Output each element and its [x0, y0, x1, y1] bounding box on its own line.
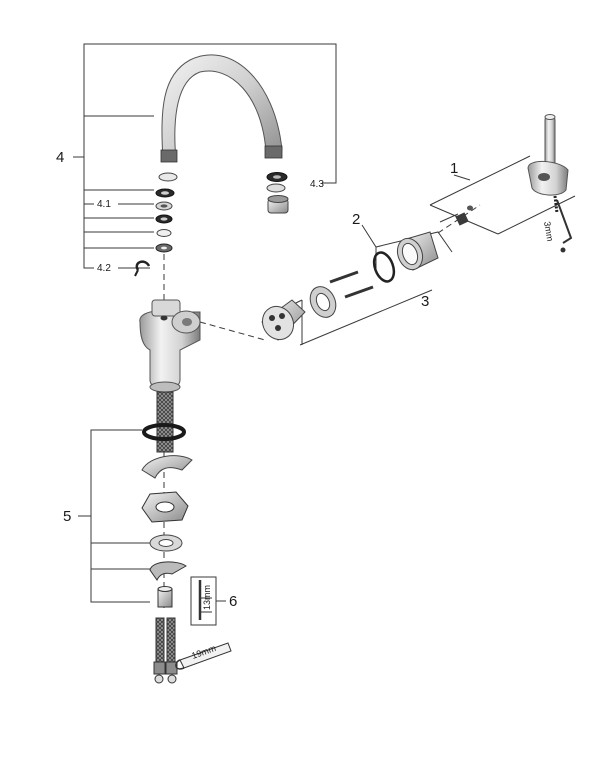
label-4-2-box: 4.2: [94, 261, 118, 274]
group-6-bracket: 6: [190, 576, 237, 626]
label-5: 5: [63, 508, 71, 525]
label-4: 4: [56, 149, 64, 166]
supply-hoses: [153, 617, 178, 684]
label-4-2: 4.2: [97, 263, 111, 274]
spout-gooseneck: [160, 54, 283, 163]
label-4-3: 4.3: [310, 179, 324, 190]
lever-grub-screw: [455, 205, 473, 226]
mounting-washer: [149, 534, 183, 552]
fixing-nut: [157, 586, 173, 608]
label-2: 2: [352, 211, 360, 228]
aerator-parts-4-3: [266, 172, 289, 214]
spanner-wrench: 19mm: [175, 642, 232, 670]
label-4-3-box: 4.3: [310, 179, 324, 190]
group-4-bracket: [73, 43, 337, 269]
allen-key-size: 3mm: [542, 221, 555, 242]
cover-sleeve: [396, 231, 439, 271]
anti-rotation-washer: [141, 455, 193, 479]
lever-handle: [527, 114, 569, 196]
cartridge-bolts: [329, 270, 374, 299]
allen-key: 3mm: [542, 195, 573, 253]
cartridge: [261, 299, 306, 341]
label-1: 1: [450, 160, 458, 177]
label-3: 3: [421, 293, 429, 310]
label-6: 6: [229, 593, 237, 610]
retaining-clip-4-2: [134, 260, 151, 277]
label-4-1: 4.1: [97, 199, 111, 210]
spout-seal-rings: [155, 172, 178, 253]
o-ring: [372, 251, 396, 283]
mounting-plate: [141, 491, 189, 523]
stud-dimension: 13mm: [202, 585, 212, 610]
axis-line-body-cartridge: [199, 321, 266, 341]
threaded-stud: 13mm: [198, 580, 212, 620]
mixer-body: [139, 299, 201, 393]
supply-hose-upper: [156, 391, 174, 453]
group-5-bracket: 5: [63, 429, 150, 603]
base-gasket-ring: [142, 423, 186, 441]
label-4-1-box: 4.1: [94, 197, 118, 210]
cartridge-nut: [309, 286, 337, 318]
fork-washer: [149, 561, 187, 581]
